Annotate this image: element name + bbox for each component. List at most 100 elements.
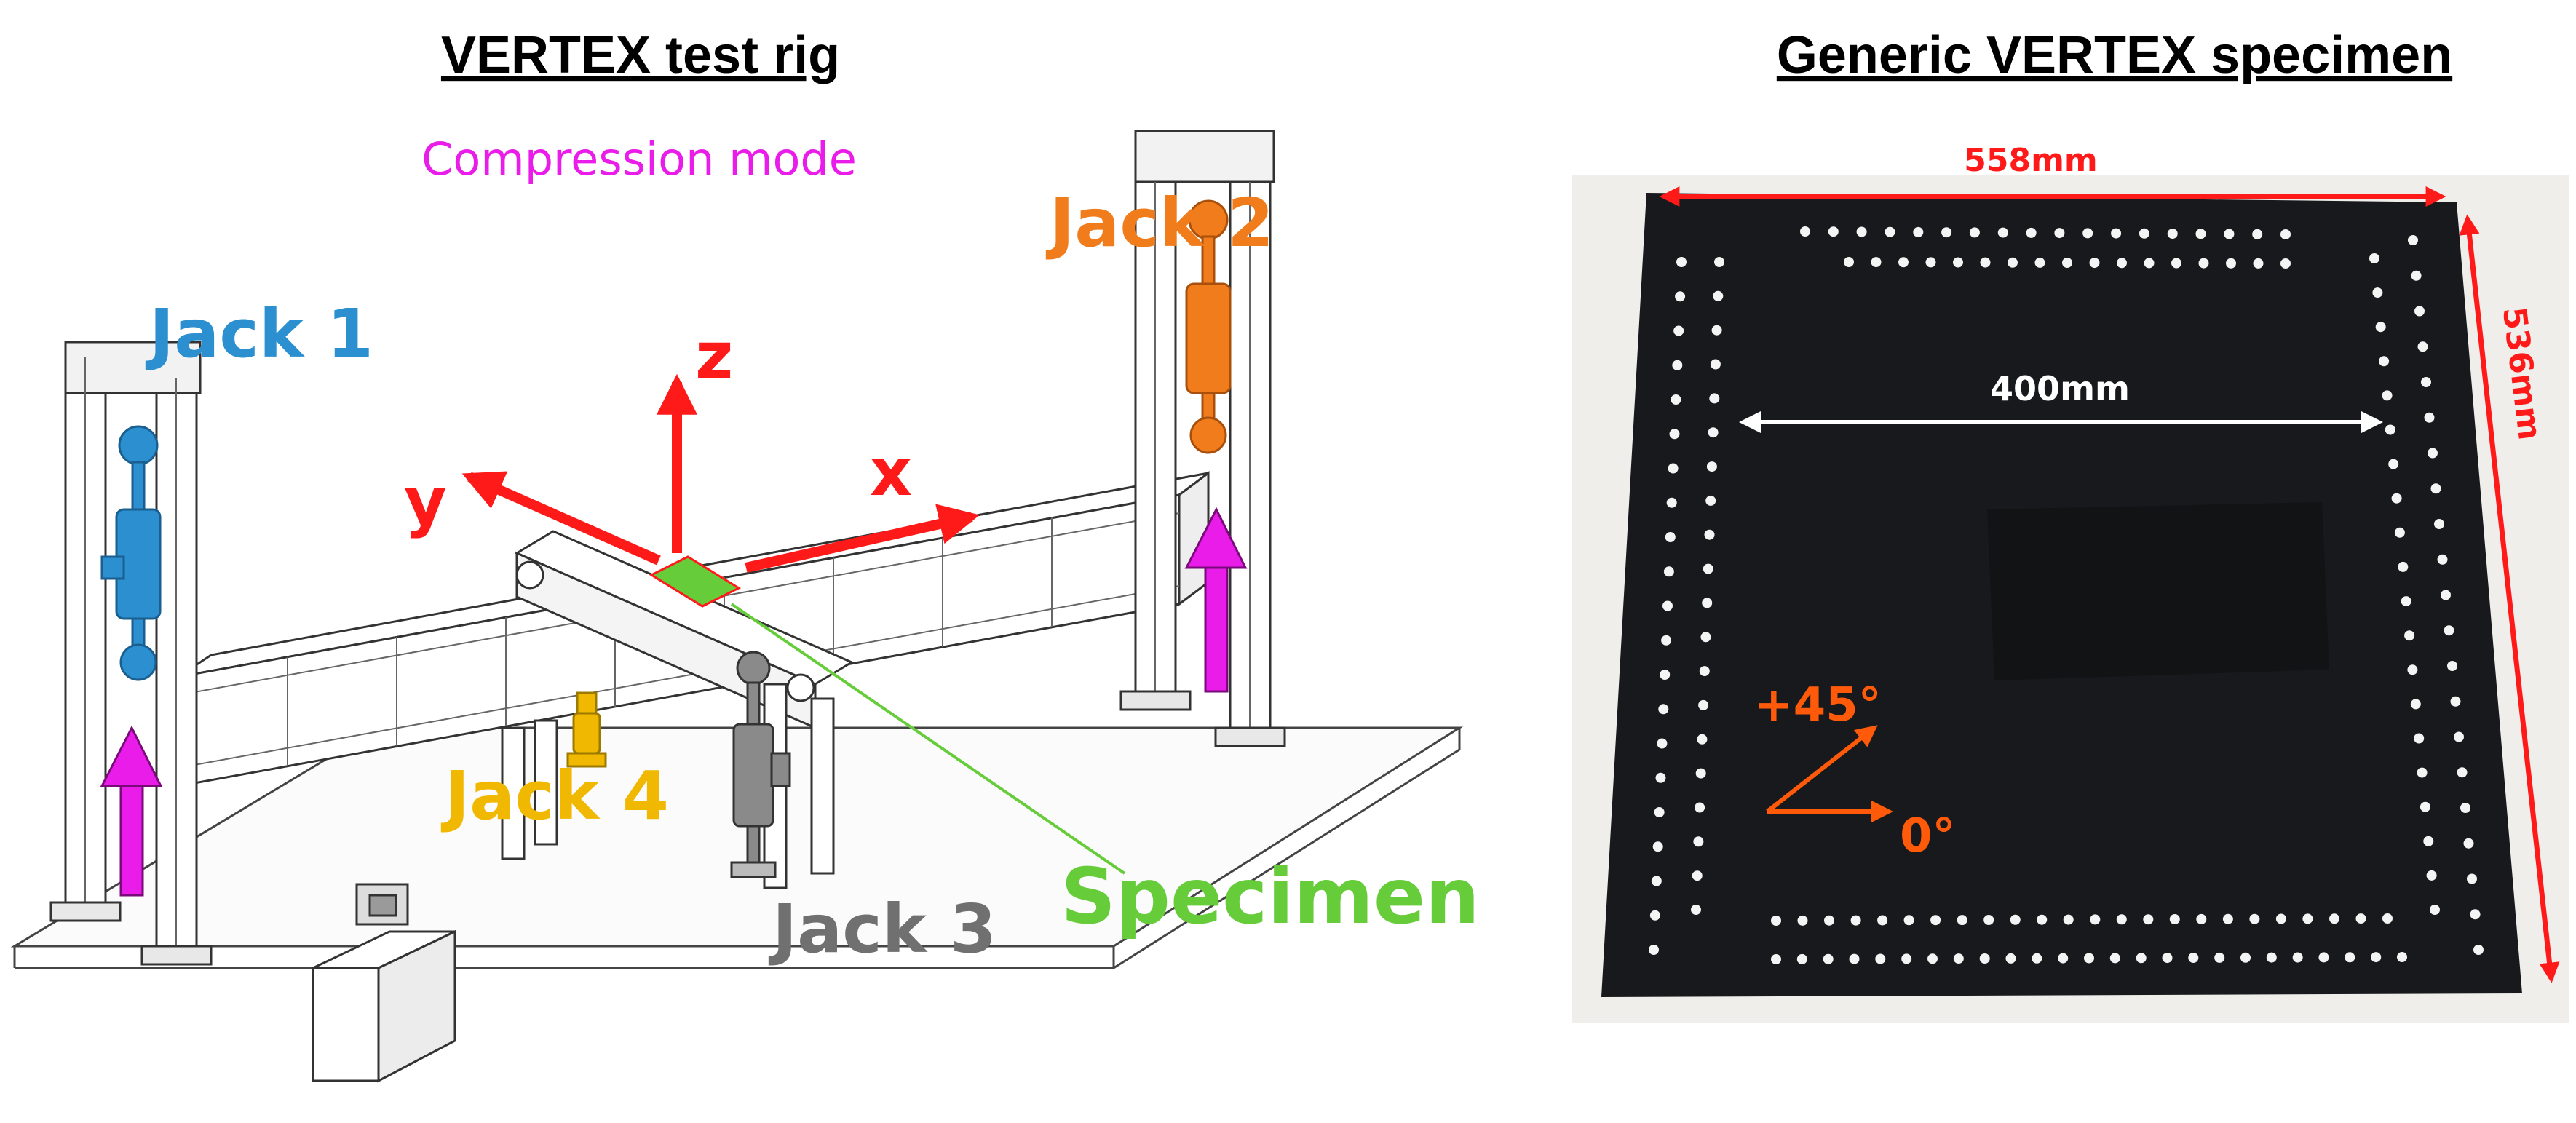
bolt-hole: [2198, 258, 2209, 269]
bolt-hole: [2404, 630, 2415, 641]
right-column: [1119, 130, 1286, 747]
bolt-hole: [1849, 953, 1860, 964]
bolt-hole: [1771, 954, 1781, 964]
bolt-hole: [2008, 257, 2018, 268]
bolt-hole: [2430, 483, 2441, 494]
bolt-hole: [1925, 257, 1936, 268]
control-station: [312, 883, 456, 1083]
bolt-hole: [1711, 325, 1722, 336]
bolt-hole: [2397, 952, 2407, 962]
bolt-hole: [2240, 952, 2251, 963]
bolt-hole: [1666, 497, 1677, 508]
bolt-hole: [1661, 635, 1672, 646]
bolt-hole: [2280, 258, 2291, 269]
specimen-panel-title: Generic VERTEX specimen: [1777, 26, 2452, 84]
bolt-hole: [1676, 257, 1687, 267]
bolt-hole: [2437, 554, 2448, 565]
bolt-hole: [1877, 915, 1888, 926]
bolt-hole: [1953, 953, 1964, 964]
bolt-hole: [2391, 493, 2402, 504]
bolt-hole: [2417, 767, 2428, 778]
bolt-hole: [1692, 870, 1703, 881]
bolt-hole: [1708, 427, 1719, 438]
bolt-hole: [1941, 227, 1952, 238]
bolt-hole: [2460, 803, 2470, 813]
bolt-hole: [2214, 952, 2225, 963]
bolt-hole: [1668, 463, 1679, 474]
bolt-hole: [1693, 836, 1704, 847]
bolt-hole: [2302, 913, 2313, 924]
bolt-hole: [1665, 532, 1676, 542]
bolt-hole: [1651, 876, 1662, 886]
left-column: [49, 341, 213, 966]
bolt-hole: [2410, 699, 2421, 710]
bolt-hole: [2280, 229, 2291, 239]
y-axis-label: y: [404, 464, 447, 540]
jack-1-actuator: [100, 425, 162, 681]
bolt-hole: [2054, 228, 2065, 239]
bolt-hole: [1663, 566, 1674, 577]
bolt-hole: [1705, 495, 1716, 506]
bolt-hole: [2382, 390, 2393, 401]
x-axis-arrow: [745, 504, 980, 573]
test-rig-panel: VERTEX test rig Compression mode: [10, 26, 1480, 1083]
bolt-hole: [2063, 914, 2074, 925]
bolt-hole: [2116, 914, 2127, 925]
height-dimension-arrow: [2459, 214, 2560, 983]
bolt-hole: [1671, 394, 1681, 405]
bolt-hole: [2082, 228, 2093, 239]
jack-1-label: Jack 1: [145, 295, 373, 373]
bolt-hole: [2139, 228, 2149, 239]
bolt-hole: [1979, 953, 1990, 964]
bolt-hole: [2005, 953, 2016, 964]
jack-4-actuator: [566, 691, 607, 768]
bolt-hole: [1660, 670, 1671, 680]
bolt-hole: [2470, 909, 2481, 920]
bolt-hole: [2318, 952, 2329, 963]
specimen-patch: [649, 555, 742, 608]
bolt-hole: [1913, 226, 1924, 237]
rig-title: VERTEX test rig: [441, 26, 840, 84]
bolt-hole: [1828, 226, 1839, 237]
bolt-hole: [1844, 257, 1854, 267]
bolt-hole: [2414, 306, 2425, 317]
bolt-hole: [2062, 258, 2072, 268]
bolt-hole: [1969, 227, 1980, 238]
bolt-hole: [2355, 913, 2366, 924]
specimen-label: Specimen: [1061, 852, 1480, 941]
bolt-hole: [1800, 226, 1810, 237]
bolt-hole: [1885, 226, 1895, 237]
bolt-hole: [2379, 356, 2390, 367]
compression-mode-label: Compression mode: [421, 132, 857, 186]
bolt-hole: [2169, 914, 2180, 924]
bolt-hole: [1796, 953, 1807, 964]
bolt-hole: [1698, 699, 1709, 710]
bolt-hole: [2144, 258, 2155, 269]
bolt-hole: [2467, 873, 2477, 884]
bolt-hole: [1856, 226, 1867, 237]
bolt-hole: [2058, 953, 2069, 964]
bolt-hole: [2253, 258, 2264, 269]
bolt-hole: [1850, 915, 1861, 926]
bolt-hole: [2117, 258, 2127, 269]
bolt-hole: [1672, 360, 1683, 370]
jack-2-actuator: [1185, 199, 1232, 454]
bolt-hole: [1669, 429, 1680, 440]
bolt-hole: [2401, 596, 2411, 607]
bolt-hole: [2454, 731, 2464, 742]
compression-arrow-jack-2: [1184, 507, 1248, 693]
bolt-hole: [2430, 905, 2440, 915]
bolt-hole: [2196, 913, 2207, 924]
bolt-hole: [2434, 519, 2444, 529]
bolt-hole: [1898, 257, 1909, 268]
bolt-hole: [1710, 359, 1721, 370]
bolt-hole: [1700, 632, 1711, 643]
bolt-hole: [2222, 913, 2233, 924]
bolt-hole: [2375, 322, 2386, 333]
x-axis-label: x: [870, 434, 912, 511]
bolt-hole: [2369, 253, 2379, 263]
bolt-hole: [2457, 767, 2468, 778]
bolt-hole: [2162, 953, 2173, 964]
bolt-hole: [2408, 235, 2418, 245]
bolt-hole: [1695, 802, 1705, 813]
